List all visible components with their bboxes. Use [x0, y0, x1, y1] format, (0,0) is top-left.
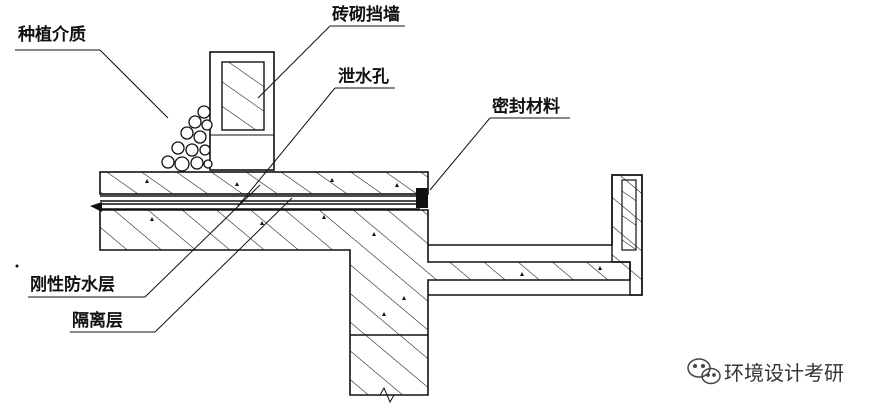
watermark-text: 环境设计考研 [724, 361, 844, 385]
label-sealing-material: 密封材料 [492, 96, 560, 117]
label-isolation-layer: 隔离层 [72, 310, 123, 331]
stray-dot [15, 264, 19, 268]
isolation-layer [100, 195, 428, 202]
weep-hole-pipe [90, 202, 420, 212]
label-planting-medium: 种植介质 [17, 24, 86, 45]
label-weep-hole: 泄水孔 [338, 66, 389, 87]
watermark: 环境设计考研 [687, 358, 844, 385]
label-brick-wall: 砖砌挡墙 [332, 4, 400, 25]
sealing-material [416, 188, 428, 208]
rigid-waterproof-layer [99, 171, 429, 195]
brick-retaining-wall [209, 51, 275, 171]
gutter [428, 174, 643, 296]
break-line [370, 386, 410, 404]
leader-lines [15, 25, 570, 333]
structural-slab [99, 209, 631, 396]
planting-medium-pebbles [161, 105, 213, 172]
wechat-icon [687, 358, 721, 385]
label-rigid-waterproof: 刚性防水层 [30, 274, 115, 295]
